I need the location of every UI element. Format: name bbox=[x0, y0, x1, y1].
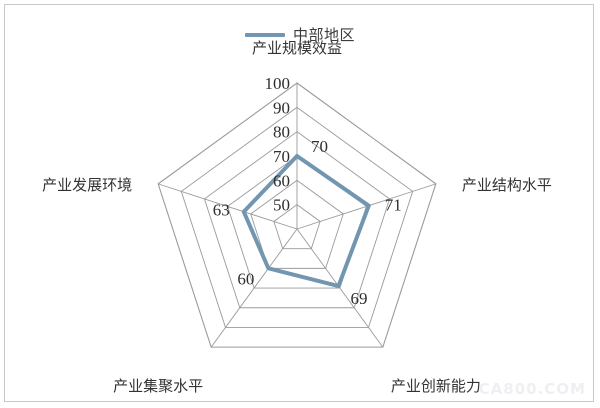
radar-grid-rings bbox=[157, 82, 437, 348]
radial-tick-labels: 50 60 70 80 90 100 bbox=[265, 74, 291, 215]
radial-tick-70: 70 bbox=[273, 147, 290, 166]
value-label-产业创新能力: 69 bbox=[350, 289, 367, 308]
axis-label-industry-development-environment: 产业发展环境 bbox=[42, 175, 133, 194]
axis-spoke-3 bbox=[210, 228, 298, 348]
grid-ring-50 bbox=[273, 204, 321, 250]
value-label-产业集聚水平: 60 bbox=[237, 269, 254, 288]
axis-label-industry-agglomeration-level: 产业集聚水平 bbox=[113, 377, 204, 396]
axis-label-industry-structure-level: 产业结构水平 bbox=[461, 175, 552, 194]
grid-ring-60 bbox=[250, 179, 344, 269]
grid-ring-80 bbox=[203, 131, 391, 309]
axis-spoke-2 bbox=[296, 228, 384, 348]
legend-series-label: 中部地区 bbox=[292, 26, 355, 44]
value-label-产业结构水平: 71 bbox=[385, 196, 402, 215]
chart-legend: 中部地区 bbox=[0, 24, 600, 45]
value-label-产业发展环境: 63 bbox=[213, 201, 230, 220]
radial-tick-80: 80 bbox=[273, 123, 290, 142]
radial-tick-60: 60 bbox=[273, 171, 290, 190]
legend-line-swatch bbox=[244, 32, 285, 37]
data-value-labels: 70 71 69 60 63 bbox=[213, 137, 402, 308]
series-polygon-中部地区 bbox=[241, 154, 371, 289]
grid-ring-100 bbox=[157, 82, 437, 348]
radial-tick-50: 50 bbox=[273, 196, 290, 215]
grid-ring-90 bbox=[180, 106, 414, 328]
value-label-产业规模效益: 70 bbox=[311, 137, 328, 156]
site-watermark: CA800.COM bbox=[478, 380, 586, 398]
axis-label-industry-innovation-capability: 产业创新能力 bbox=[390, 377, 481, 396]
chart-frame bbox=[4, 4, 594, 402]
radial-tick-100: 100 bbox=[265, 74, 291, 93]
radial-tick-90: 90 bbox=[273, 98, 290, 117]
axis-label-industry-scale-benefit: 产业规模效益 bbox=[251, 39, 342, 57]
axis-spoke-4 bbox=[158, 183, 298, 230]
